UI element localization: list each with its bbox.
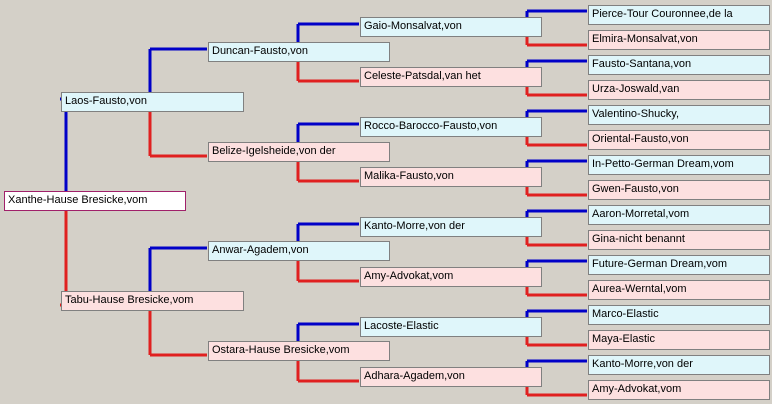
dog-box-gen4-dam[interactable]: Maya-Elastic (588, 330, 770, 350)
dog-box-gen4-sire[interactable]: Kanto-Morre,von der (588, 355, 770, 375)
dog-box-gen4-sire[interactable]: Fausto-Santana,von (588, 55, 770, 75)
dog-box-gen4-sire[interactable]: In-Petto-German Dream,vom (588, 155, 770, 175)
dog-box-gen4-dam[interactable]: Elmira-Monsalvat,von (588, 30, 770, 50)
dog-box-gen2-sire[interactable]: Anwar-Agadem,von (208, 241, 390, 261)
dog-box-gen4-dam[interactable]: Oriental-Fausto,von (588, 130, 770, 150)
dog-box-gen3-dam[interactable]: Malika-Fausto,von (360, 167, 542, 187)
dog-box-gen4-sire[interactable]: Marco-Elastic (588, 305, 770, 325)
dog-box-gen2-sire[interactable]: Duncan-Fausto,von (208, 42, 390, 62)
dog-box-gen3-sire[interactable]: Rocco-Barocco-Fausto,von (360, 117, 542, 137)
dog-box-gen4-sire[interactable]: Future-German Dream,vom (588, 255, 770, 275)
dog-box-gen4-dam[interactable]: Gina-nicht benannt (588, 230, 770, 250)
dog-box-gen4-dam[interactable]: Urza-Joswald,van (588, 80, 770, 100)
dog-box-gen3-sire[interactable]: Lacoste-Elastic (360, 317, 542, 337)
dog-box-gen3-sire[interactable]: Gaio-Monsalvat,von (360, 17, 542, 37)
dog-box-gen1-dam[interactable]: Tabu-Hause Bresicke,vom (61, 291, 244, 311)
dog-box-gen3-dam[interactable]: Amy-Advokat,vom (360, 267, 542, 287)
dog-box-gen3-dam[interactable]: Celeste-Patsdal,van het (360, 67, 542, 87)
dog-box-gen4-dam[interactable]: Amy-Advokat,vom (588, 380, 770, 400)
dog-box-gen1-sire[interactable]: Laos-Fausto,von (61, 92, 244, 112)
dog-box-gen3-sire[interactable]: Kanto-Morre,von der (360, 217, 542, 237)
dog-box-gen4-sire[interactable]: Valentino-Shucky, (588, 105, 770, 125)
dog-box-gen4-dam[interactable]: Gwen-Fausto,von (588, 180, 770, 200)
dog-box-root[interactable]: Xanthe-Hause Bresicke,vom (4, 191, 186, 211)
dog-box-gen3-dam[interactable]: Adhara-Agadem,von (360, 367, 542, 387)
dog-box-gen4-sire[interactable]: Aaron-Morretal,vom (588, 205, 770, 225)
dog-box-gen4-sire[interactable]: Pierce-Tour Couronnee,de la (588, 5, 770, 25)
dog-box-gen2-dam[interactable]: Ostara-Hause Bresicke,vom (208, 341, 390, 361)
dog-box-gen2-dam[interactable]: Belize-Igelsheide,von der (208, 142, 390, 162)
dog-box-gen4-dam[interactable]: Aurea-Werntal,vom (588, 280, 770, 300)
